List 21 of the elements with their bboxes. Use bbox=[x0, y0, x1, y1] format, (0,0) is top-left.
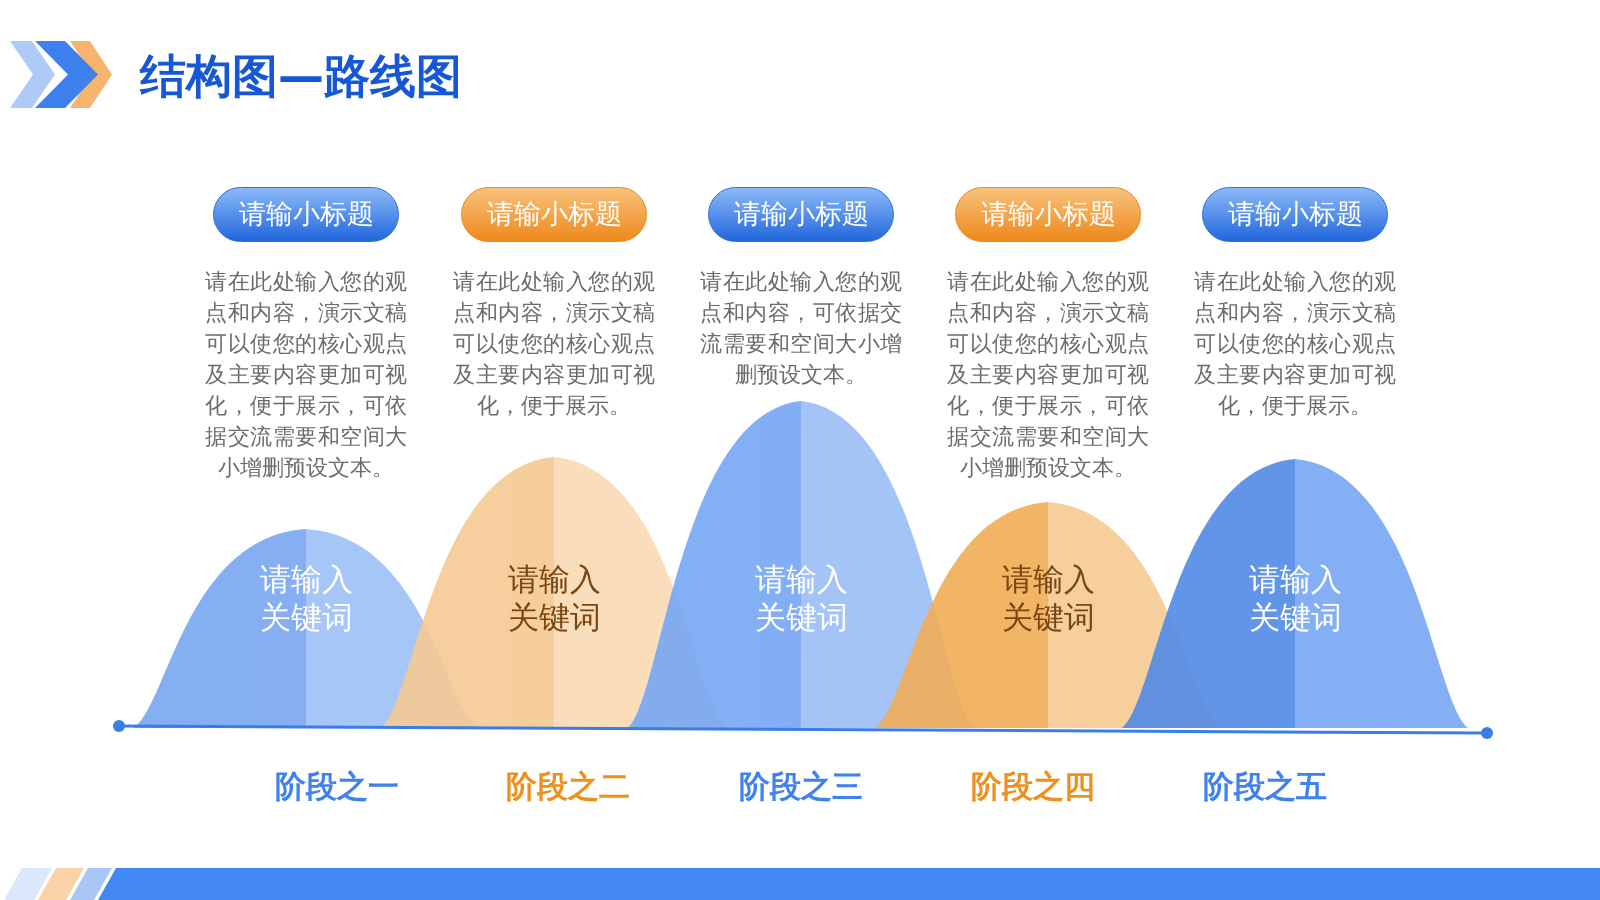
heading-pill: 请输小标题 bbox=[461, 187, 647, 242]
description-text: 请在此处输入您的观点和内容，可依据交流需要和空间大小增删预设文本。 bbox=[700, 268, 902, 389]
heading-pill: 请输小标题 bbox=[213, 187, 399, 242]
keyword-text: 请输入关键词 bbox=[258, 560, 354, 636]
description-text: 请在此处输入您的观点和内容，演示文稿可以使您的核心观点及主要内容更加可视化，便于展示。 bbox=[453, 268, 655, 420]
keyword-text: 请输入关键词 bbox=[753, 560, 849, 636]
description-text: 请在此处输入您的观点和内容，演示文稿可以使您的核心观点及主要内容更加可视化，便于展示，可依据交流需要和空间大小增删预设文本。 bbox=[947, 268, 1149, 482]
stage-label: 阶段之一 bbox=[275, 767, 399, 806]
description-text: 请在此处输入您的观点和内容，演示文稿可以使您的核心观点及主要内容更加可视化，便于展示。 bbox=[1194, 268, 1396, 420]
heading-pill: 请输小标题 bbox=[1202, 187, 1388, 242]
keyword-text: 请输入关键词 bbox=[506, 560, 602, 636]
stage-label: 阶段之三 bbox=[739, 767, 863, 806]
keyword-text: 请输入关键词 bbox=[1000, 560, 1096, 636]
stage-label: 阶段之四 bbox=[971, 767, 1095, 806]
stage-label: 阶段之二 bbox=[506, 767, 630, 806]
heading-pill: 请输小标题 bbox=[955, 187, 1141, 242]
keyword-text: 请输入关键词 bbox=[1247, 560, 1343, 636]
heading-pill: 请输小标题 bbox=[708, 187, 894, 242]
page-title: 结构图—路线图 bbox=[140, 48, 462, 104]
stage-label: 阶段之五 bbox=[1203, 767, 1327, 806]
description-text: 请在此处输入您的观点和内容，演示文稿可以使您的核心观点及主要内容更加可视化，便于展示，可依据交流需要和空间大小增删预设文本。 bbox=[205, 268, 407, 482]
